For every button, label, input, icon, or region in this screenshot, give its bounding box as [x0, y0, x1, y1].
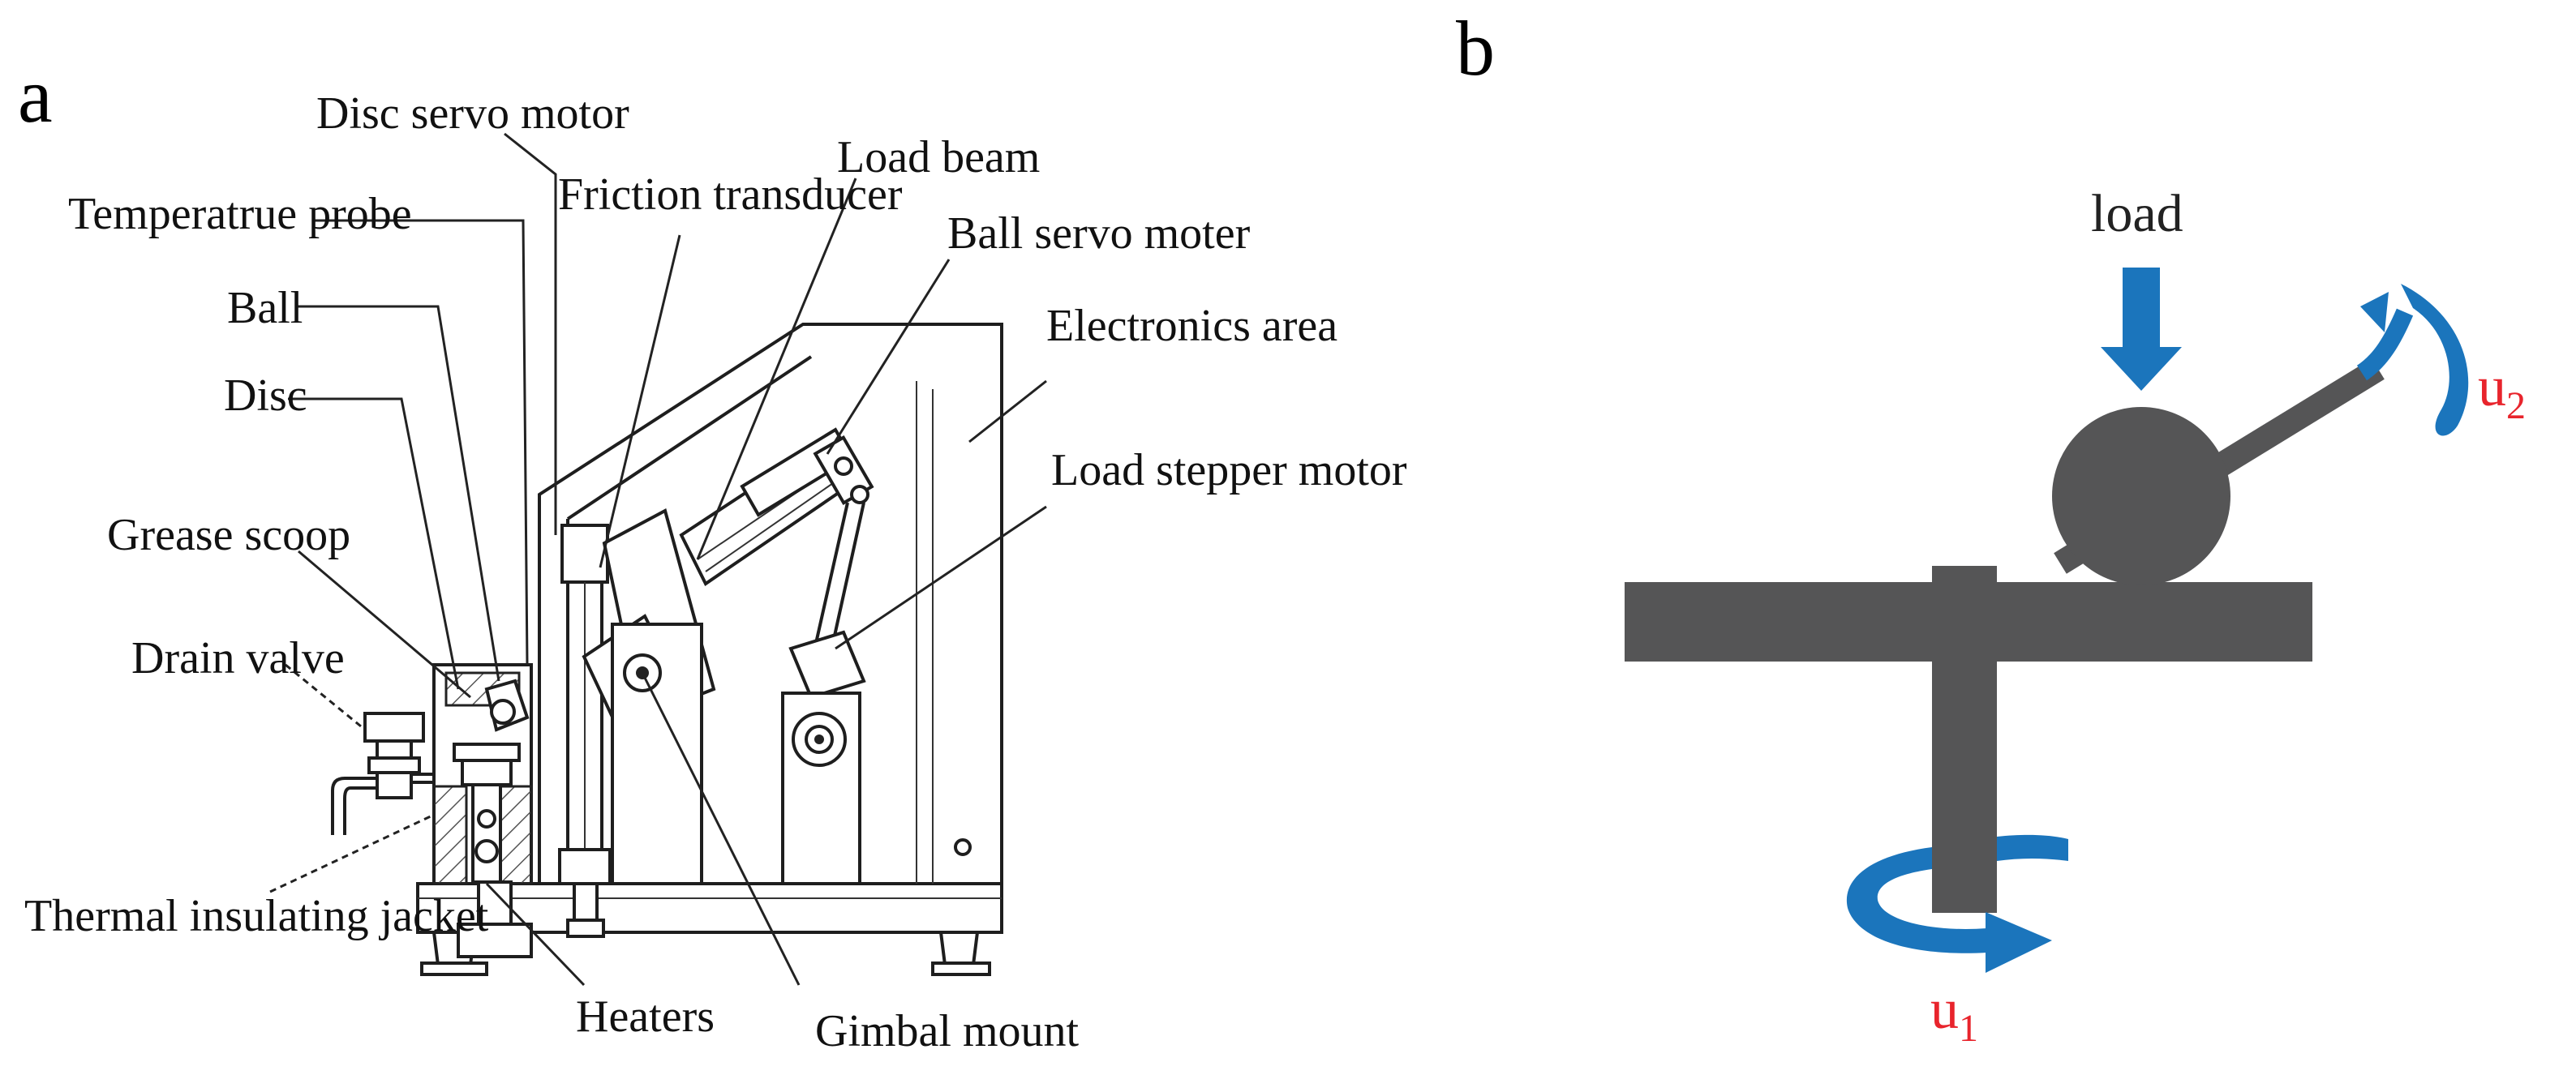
ball	[2052, 407, 2230, 585]
label-grease-scoop: Grease scoop	[107, 510, 350, 560]
load-label: load	[2091, 184, 2183, 243]
u1-label: u1	[1930, 979, 1978, 1050]
u1-letter: u	[1930, 979, 1959, 1041]
label-temperature-probe: Temperatrue probe	[68, 189, 412, 239]
label-load-beam: Load beam	[837, 132, 1040, 182]
test-chamber	[432, 663, 533, 885]
label-gimbal-mount: Gimbal mount	[815, 1006, 1080, 1056]
panel-a-letter: a	[18, 52, 53, 139]
u1-rotation-arrow	[1846, 834, 2068, 973]
heaters-assembly	[457, 880, 533, 958]
label-ball-servo-motor: Ball servo moter	[947, 208, 1251, 259]
load-arrow	[2101, 268, 2182, 391]
label-disc: Disc	[224, 370, 307, 421]
label-drain-valve: Drain valve	[131, 633, 345, 683]
label-ball: Ball	[227, 283, 303, 333]
u2-rotation-arrow	[2356, 284, 2469, 436]
disc-plate	[1625, 582, 2312, 662]
panel-b: b load u2 u1	[1456, 5, 2526, 1050]
label-friction-transducer: Friction transducer	[558, 169, 903, 220]
panel-b-letter: b	[1456, 5, 1495, 92]
label-disc-servo-motor: Disc servo motor	[316, 88, 629, 139]
u2-subscript: 2	[2506, 384, 2526, 427]
disc-servo-motor	[560, 524, 609, 584]
leader-lines	[269, 132, 1047, 987]
drain-valve	[331, 712, 434, 835]
right-foot	[938, 931, 980, 966]
label-load-stepper-motor: Load stepper motor	[1051, 445, 1407, 495]
label-thermal-insulating-jacket: Thermal insulating jacket	[24, 891, 489, 941]
u1-subscript: 1	[1959, 1007, 1978, 1050]
housing-outline	[538, 323, 1003, 884]
tribometer-drawing	[331, 323, 1003, 976]
panel-a: a	[18, 52, 1407, 1056]
label-heaters: Heaters	[576, 991, 715, 1042]
label-electronics-area: Electronics area	[1046, 301, 1337, 351]
u2-letter: u	[2478, 356, 2506, 418]
load-stepper-motor	[781, 630, 866, 885]
u2-label: u2	[2478, 356, 2526, 427]
